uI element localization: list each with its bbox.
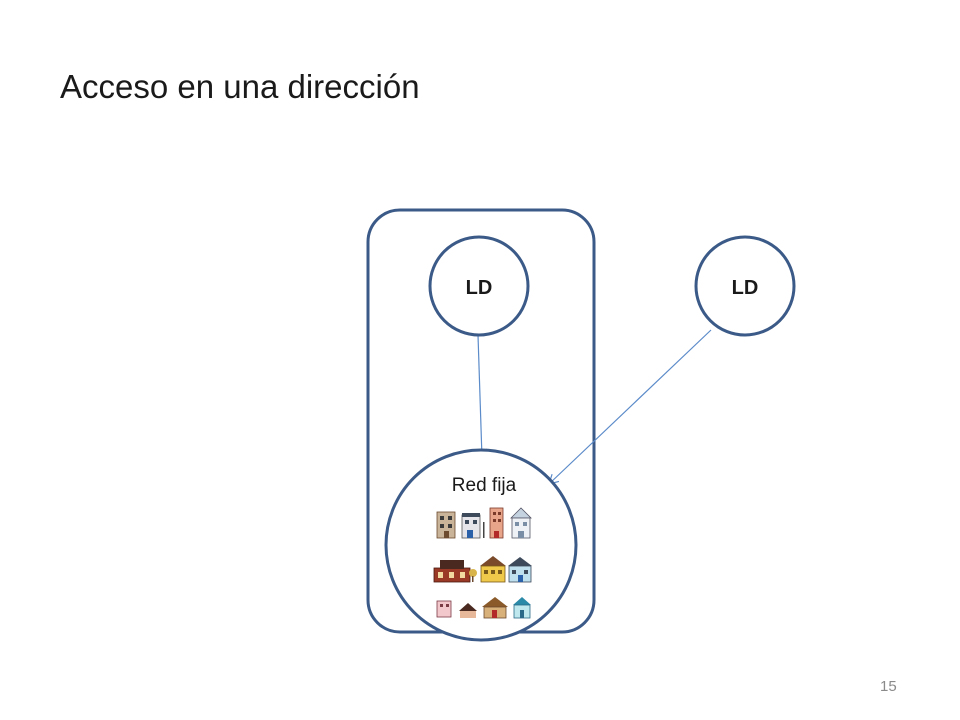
ld-node-outer-label: LD (732, 277, 759, 299)
fixed-network-label: Red fija (452, 475, 517, 496)
fixed-network-node: Red fija (384, 448, 578, 642)
houses-icon (433, 556, 532, 583)
page-title: Acceso en una dirección (60, 68, 420, 105)
houses-icon (436, 597, 531, 619)
ld-node-inner-label: LD (466, 277, 493, 299)
buildings-icon (436, 507, 532, 539)
arrow-inner-ld-to-network (476, 334, 488, 460)
ld-node-outer: LD (694, 235, 796, 337)
arrow-outer-ld-to-network (548, 329, 712, 485)
page-number: 15 (880, 678, 897, 695)
ld-node-inner: LD (428, 235, 530, 337)
